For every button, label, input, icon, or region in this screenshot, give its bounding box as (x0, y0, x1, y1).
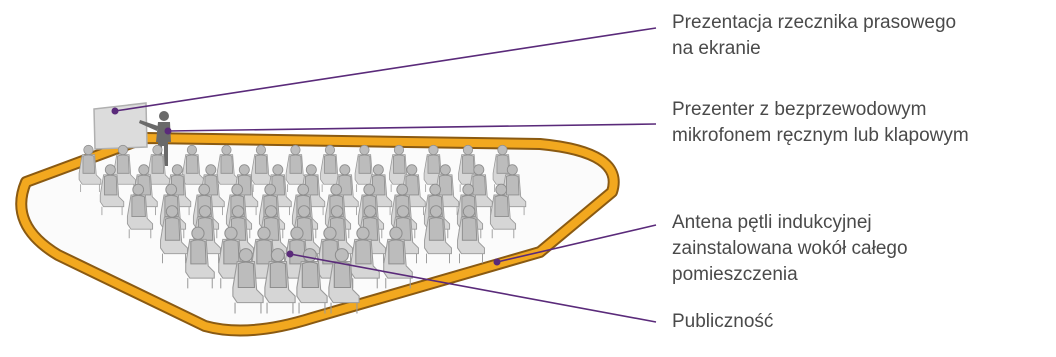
label-presenter-line-1: Prezenter z bezprzewodowym (672, 99, 927, 120)
leader-dot-antenna (493, 258, 501, 266)
audience-member (216, 144, 240, 193)
audience-member (350, 226, 380, 289)
label-audience-line-1: Publiczność (672, 311, 774, 332)
leader-dot-screen (111, 107, 119, 115)
leader-line-screen (114, 27, 657, 112)
label-loop-antenna: Antena pętli indukcyjnej zainstalowana w… (672, 210, 908, 288)
presentation-screen (93, 102, 148, 150)
leader-line-presenter (167, 123, 657, 132)
leader-line-audience (289, 253, 657, 323)
label-antenna-line-3: pomieszczenia (672, 264, 798, 285)
audience-member (424, 205, 452, 264)
label-screen-line-2: na ekranie (672, 38, 761, 59)
leader-line-antenna (496, 224, 657, 263)
label-antenna-line-2: zainstalowana wokół całego (672, 238, 908, 259)
audience-member (182, 144, 205, 193)
induction-loop-core (17, 134, 618, 335)
audience-member (328, 248, 360, 314)
audience-member (99, 164, 125, 216)
audience-member (160, 205, 188, 264)
audience-member (126, 183, 154, 239)
label-audience: Publiczność (672, 309, 773, 335)
label-screen-line-1: Prezentacja rzecznika prasowego (672, 12, 957, 33)
audience-member (367, 164, 393, 216)
audience-member (457, 205, 485, 264)
label-presenter-line-2: mikrofonem ręcznym lub klapowym (672, 125, 969, 146)
leader-dot-presenter (164, 127, 172, 135)
audience-member (489, 183, 517, 239)
audience-member (78, 144, 102, 193)
audience-member (264, 248, 296, 314)
label-antenna-line-1: Antena pętli indukcyjnej (672, 212, 872, 233)
audience-member (232, 248, 264, 314)
audience-member (251, 144, 274, 193)
leader-dot-audience (286, 250, 294, 258)
audience-group (78, 144, 527, 314)
audience-member (185, 226, 215, 289)
audience-member (147, 144, 171, 193)
label-screen-presentation: Prezentacja rzecznika prasowego na ekran… (672, 10, 956, 62)
label-presenter: Prezenter z bezprzewodowym mikrofonem rę… (672, 97, 969, 149)
